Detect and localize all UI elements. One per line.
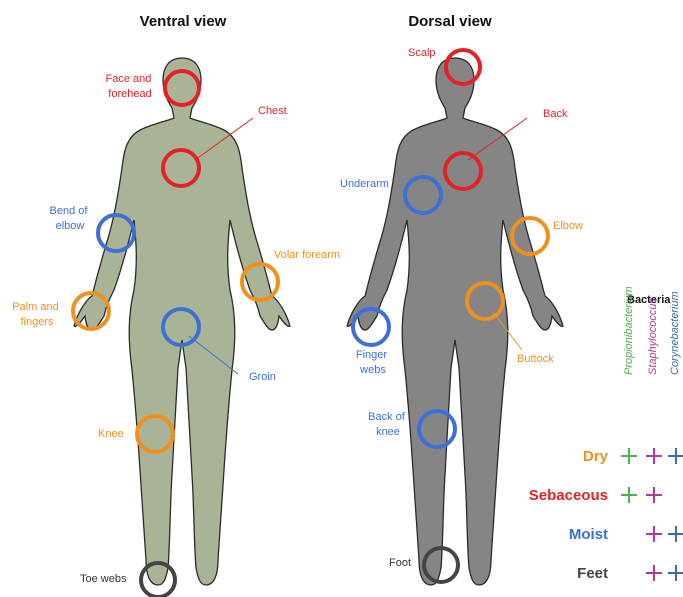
- toe-webs-label: Toe webs: [80, 573, 127, 585]
- elbow-label: Elbow: [553, 220, 583, 232]
- foot-label: Foot: [389, 557, 411, 569]
- legend-plus-feet-corynebacterium: [668, 565, 683, 581]
- legend-plus-dry-propionibacterium: [621, 448, 637, 464]
- face-label: Face and forehead: [106, 73, 155, 100]
- legend-row-feet: Feet: [577, 565, 608, 582]
- dorsal-body-silhouette: [347, 58, 563, 585]
- scalp-label: Scalp: [408, 47, 436, 59]
- legend-plus-feet-staphylococcus: [646, 565, 662, 581]
- buttock-label: Buttock: [517, 353, 554, 365]
- knee-label: Knee: [98, 428, 124, 440]
- legend-row-moist: Moist: [569, 526, 608, 543]
- back-knee-label: Back of knee: [368, 411, 408, 438]
- palm-label: Palm and fingers: [12, 301, 62, 328]
- finger-webs-label: Finger webs: [356, 349, 390, 376]
- legend-marks: [621, 448, 683, 581]
- legend-plus-sebaceous-staphylococcus: [646, 487, 662, 503]
- bend-elbow-label: Bend of elbow: [50, 205, 91, 232]
- genus-propionibacterium: Propionibacterium: [623, 286, 635, 375]
- genus-staphylococcus: Staphylococcus: [647, 297, 659, 375]
- legend-row-dry: Dry: [583, 448, 609, 465]
- genus-corynebacterium: Corynebacterium: [669, 291, 681, 375]
- underarm-label: Underarm: [340, 178, 389, 190]
- legend-plus-dry-corynebacterium: [668, 448, 683, 464]
- legend-plus-moist-corynebacterium: [668, 526, 683, 542]
- legend-row-sebaceous: Sebaceous: [529, 487, 608, 504]
- volar-forearm-label: Volar forearm: [274, 249, 340, 261]
- ventral-view-title: Ventral view: [140, 13, 227, 30]
- legend-plus-sebaceous-propionibacterium: [621, 487, 637, 503]
- dorsal-view-title: Dorsal view: [408, 13, 492, 30]
- legend-plus-dry-staphylococcus: [646, 448, 662, 464]
- legend-plus-moist-staphylococcus: [646, 526, 662, 542]
- back-label: Back: [543, 108, 568, 120]
- chest-label: Chest: [258, 105, 287, 117]
- groin-label: Groin: [249, 371, 276, 383]
